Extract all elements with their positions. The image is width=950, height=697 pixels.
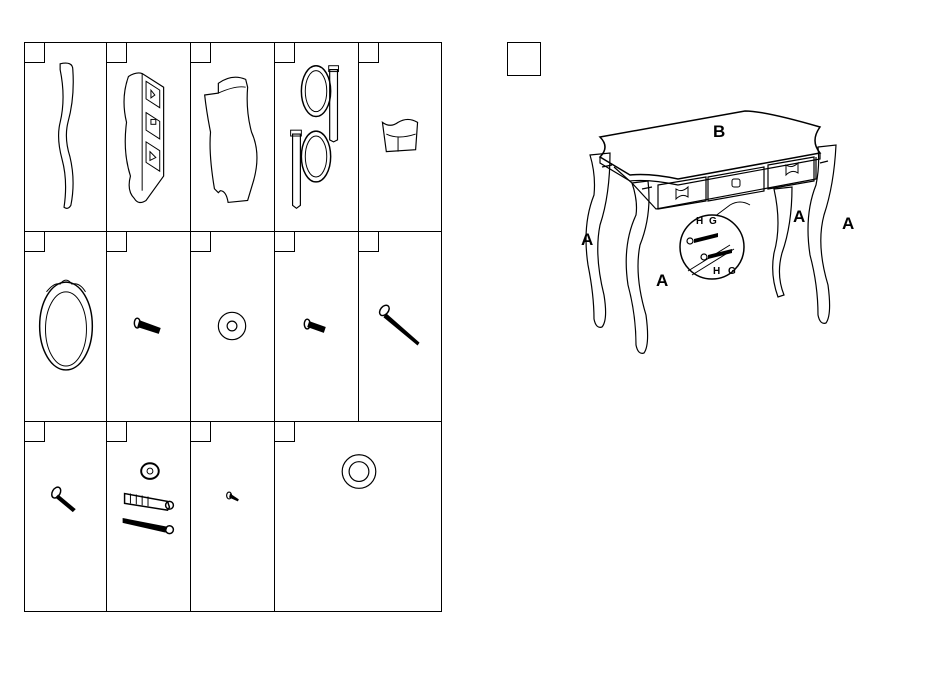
part-cell-drawer-apron bbox=[106, 42, 191, 232]
drawer-box-icon bbox=[359, 43, 441, 231]
small-screw-icon bbox=[191, 422, 274, 611]
part-cell-drawer-box bbox=[358, 42, 442, 232]
mirror-frame-posts-icon bbox=[275, 43, 358, 231]
label-leg-left: A bbox=[581, 230, 593, 250]
step-number-box bbox=[507, 42, 541, 76]
long-screw-icon bbox=[359, 232, 441, 421]
bolt-icon bbox=[107, 232, 190, 421]
wood-screw-icon bbox=[25, 422, 106, 611]
part-cell-small-screw bbox=[190, 421, 275, 612]
label-screw-h-top: H bbox=[696, 216, 703, 227]
wall-anchor-kit-icon bbox=[107, 422, 190, 611]
label-washer-g-bottom: G bbox=[728, 266, 736, 277]
part-cell-short-bolt bbox=[274, 231, 359, 422]
back-right-leg bbox=[808, 145, 836, 323]
label-table-top: B bbox=[713, 122, 725, 142]
part-cell-wood-screw bbox=[24, 421, 107, 612]
oval-mirror-icon bbox=[25, 232, 106, 421]
part-cell-oval-mirror bbox=[24, 231, 107, 422]
part-cell-mirror-frame bbox=[274, 42, 359, 232]
table-assembly-diagram bbox=[570, 105, 870, 365]
part-cell-leg bbox=[24, 42, 107, 232]
short-bolt-icon bbox=[275, 232, 358, 421]
part-cell-large-washer bbox=[274, 421, 442, 612]
part-cell-washer bbox=[190, 231, 275, 422]
washer-icon bbox=[191, 232, 274, 421]
part-cell-long-screw bbox=[358, 231, 442, 422]
parts-grid bbox=[24, 42, 442, 612]
curved-leg-icon bbox=[25, 43, 106, 231]
label-leg-front-left: A bbox=[656, 271, 668, 291]
part-cell-side-panel bbox=[190, 42, 275, 232]
part-cell-bolt bbox=[106, 231, 191, 422]
front-left-leg bbox=[626, 181, 649, 353]
label-leg-right-2: A bbox=[842, 214, 854, 234]
side-panel-icon bbox=[191, 43, 274, 231]
drawer-apron-icon bbox=[107, 43, 190, 231]
large-washer-icon bbox=[275, 422, 441, 611]
table-top-shape bbox=[600, 111, 820, 179]
label-washer-g-top: G bbox=[709, 216, 717, 227]
part-cell-wall-anchor-kit bbox=[106, 421, 191, 612]
label-screw-h-bottom: H bbox=[713, 266, 720, 277]
front-right-leg bbox=[773, 187, 792, 297]
label-leg-right-1: A bbox=[793, 207, 805, 227]
